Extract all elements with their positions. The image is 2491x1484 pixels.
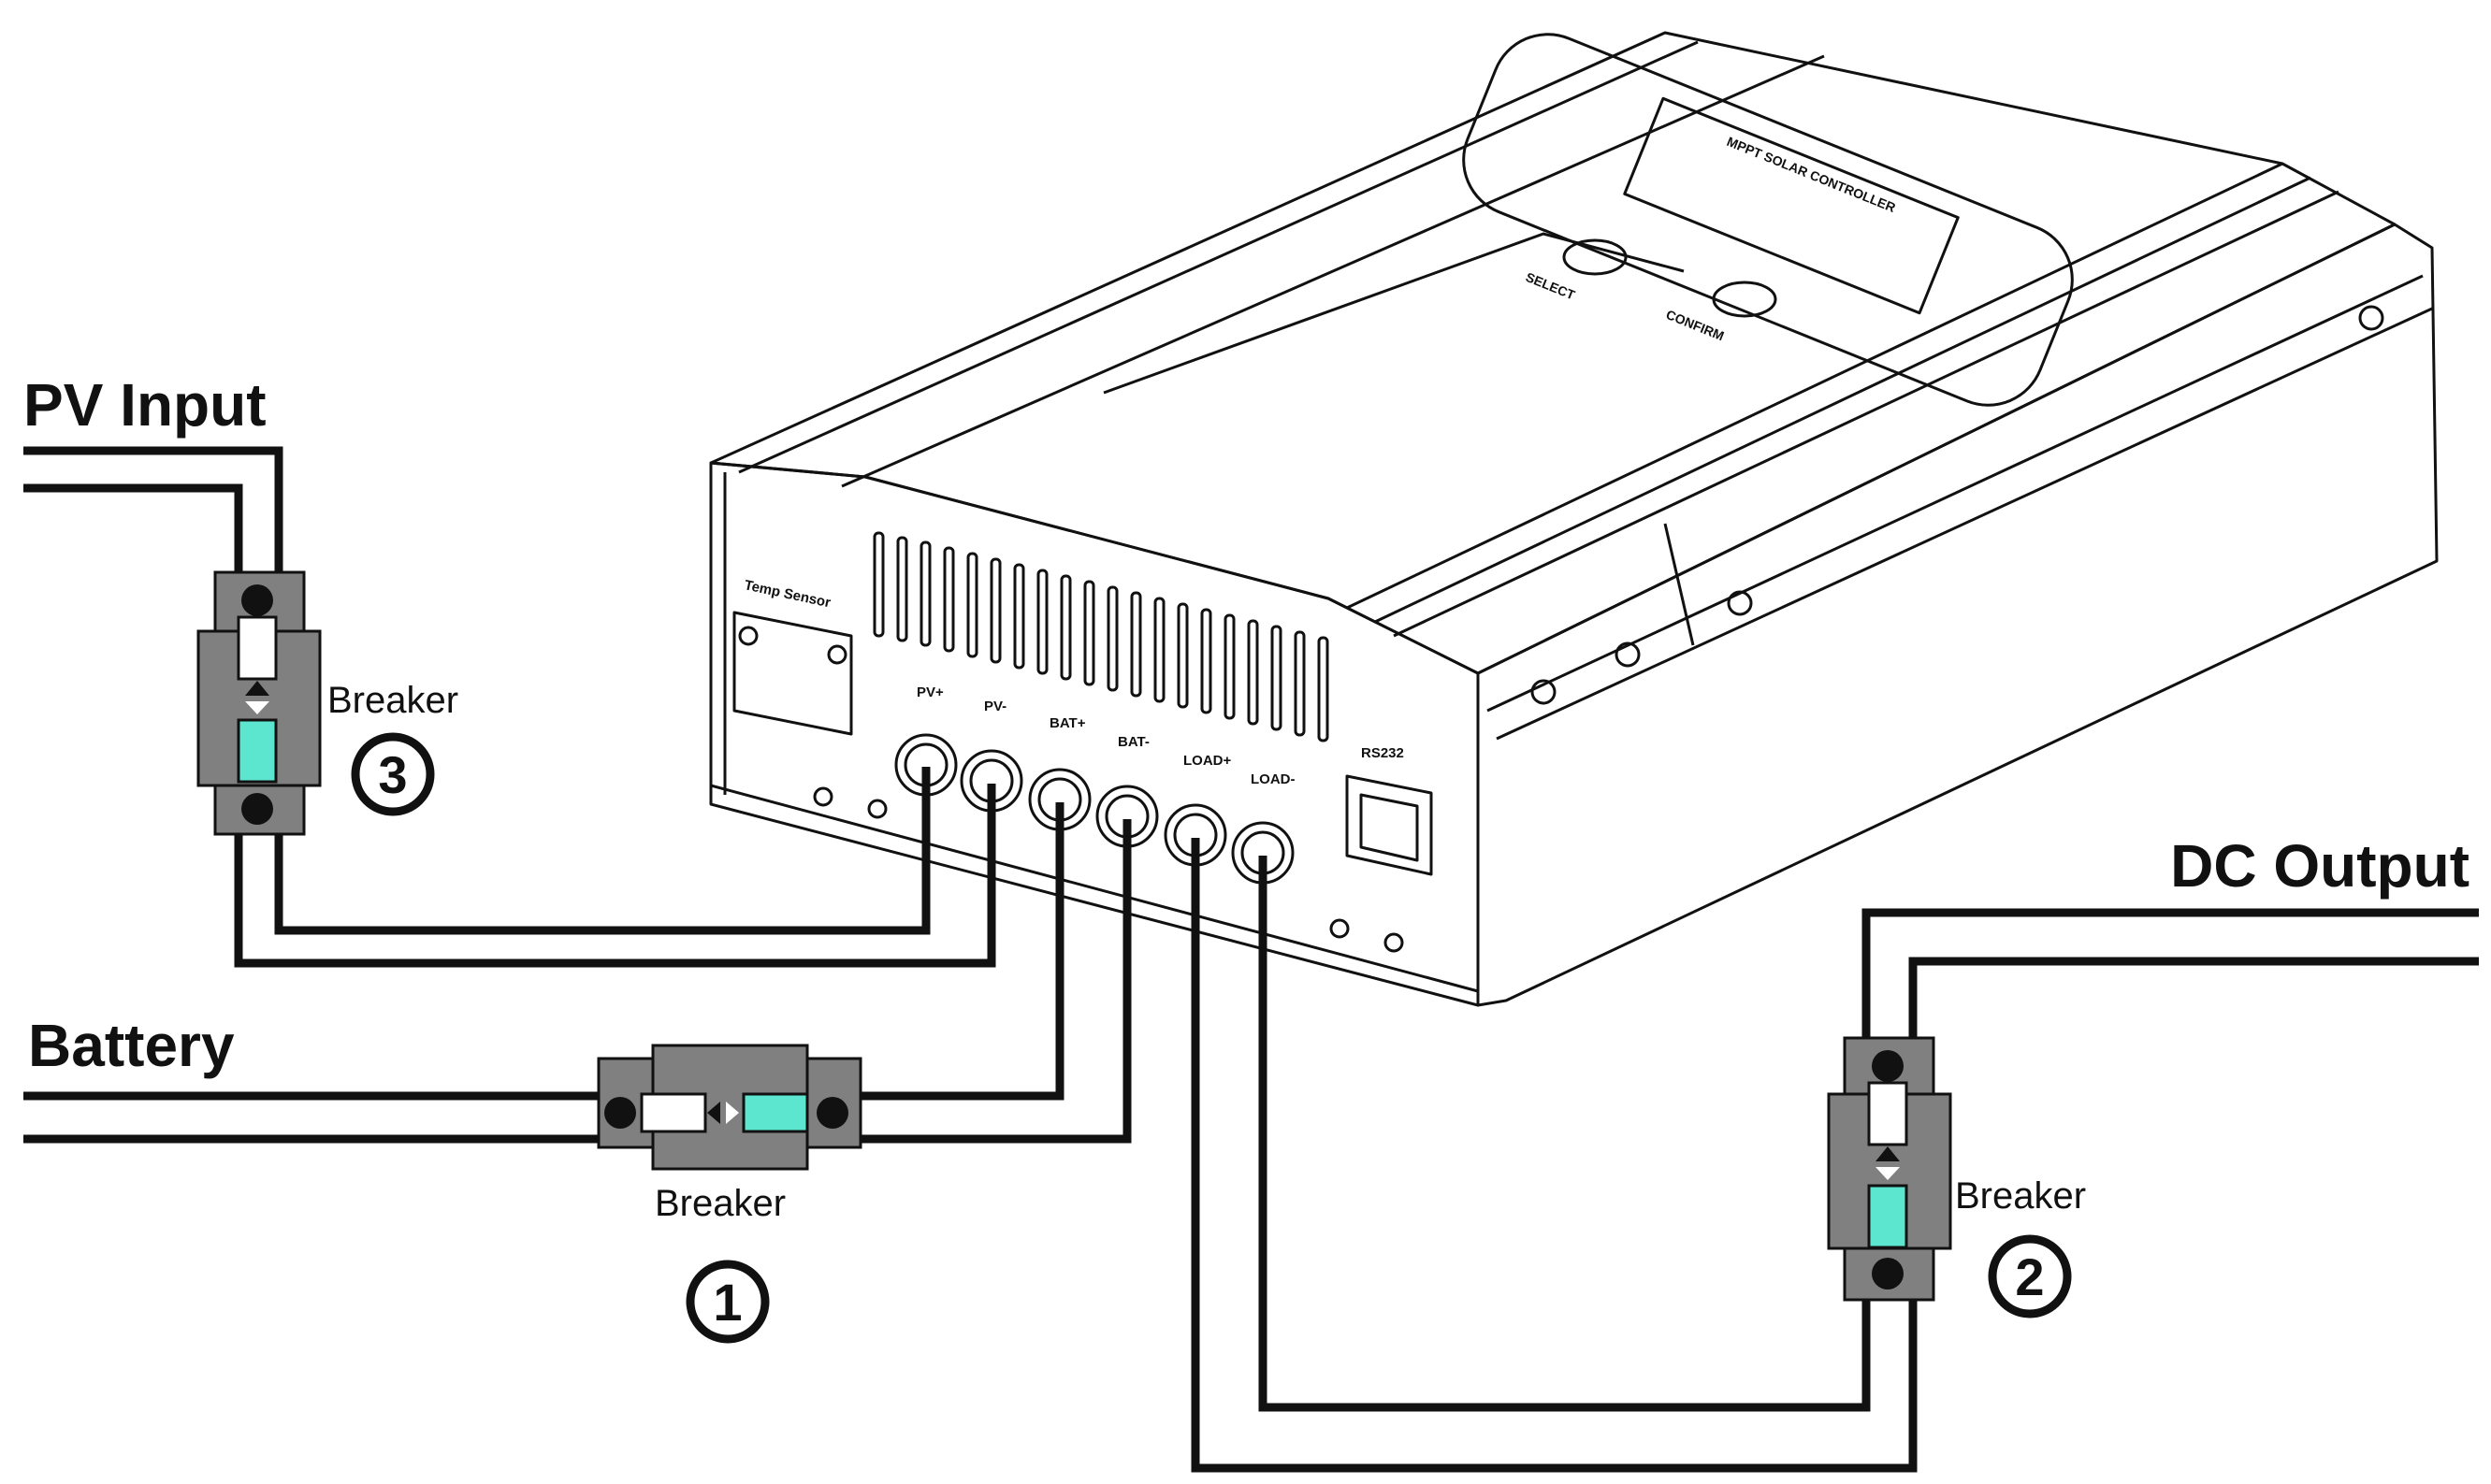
battery-wire-bottom (23, 819, 1132, 1144)
breaker-1 (597, 1044, 862, 1171)
pv-input-heading: PV Input (23, 371, 267, 439)
breaker-3-off-indicator (237, 615, 278, 681)
terminal-label-load-plus: LOAD+ (1183, 753, 1231, 769)
breaker-3-on-indicator (237, 718, 278, 784)
controller-front-face (709, 461, 1480, 1007)
controller-brand-label: MPPT SOLAR CONTROLLER (1725, 134, 1898, 215)
pv-wire-outer (23, 446, 931, 935)
dc-output-heading: DC Output (2170, 832, 2469, 900)
breaker-1-on-indicator (742, 1092, 809, 1133)
breaker-2-label: Breaker (1955, 1175, 2086, 1217)
breaker-2-off-indicator (1867, 1081, 1908, 1146)
rs232-port (1345, 774, 1433, 876)
confirm-button-label: CONFIRM (1664, 307, 1727, 343)
dc-output-wire-load-minus (1258, 856, 2479, 1412)
controller-top-face (709, 31, 2397, 675)
breaker-3-label: Breaker (327, 680, 458, 721)
select-button-label: SELECT (1524, 269, 1578, 303)
pv-wire-inner (23, 483, 996, 968)
breaker-1-number: 1 (713, 1273, 742, 1332)
battery-wire-top (23, 802, 1064, 1101)
battery-heading: Battery (28, 1012, 235, 1079)
terminal-label-bat-plus: BAT+ (1050, 715, 1086, 731)
breaker-2-on-indicator (1867, 1184, 1908, 1249)
breaker-2-number-circle (1988, 1234, 2072, 1318)
breaker-3-number: 3 (378, 745, 407, 804)
terminal-label-bat-minus: BAT- (1118, 734, 1150, 750)
breaker-3 (196, 570, 322, 836)
breaker-3-number-circle (351, 732, 435, 816)
terminal-label-load-minus: LOAD- (1251, 771, 1296, 787)
display-bezel (1462, 33, 2074, 407)
breaker-1-off-indicator (640, 1092, 707, 1133)
breaker-2-number: 2 (2015, 1247, 2044, 1306)
terminal-label-pv-plus: PV+ (917, 684, 944, 700)
temp-sensor-label: Temp Sensor (743, 577, 833, 611)
confirm-button[interactable] (1712, 281, 1777, 318)
breaker-1-label: Breaker (655, 1183, 786, 1224)
controller-side-face (1476, 223, 2439, 1007)
temp-sensor-port (732, 611, 853, 736)
wires (23, 446, 2479, 1473)
display-screen (1623, 96, 1960, 315)
dc-output-wire-load-plus (1191, 838, 2479, 1473)
rs232-label: RS232 (1361, 745, 1404, 761)
breaker-2 (1827, 1036, 1952, 1302)
select-button[interactable] (1562, 238, 1628, 276)
breaker-1-number-circle (686, 1260, 770, 1344)
vent-slots (873, 531, 1329, 742)
terminal-label-pv-minus: PV- (984, 699, 1007, 714)
